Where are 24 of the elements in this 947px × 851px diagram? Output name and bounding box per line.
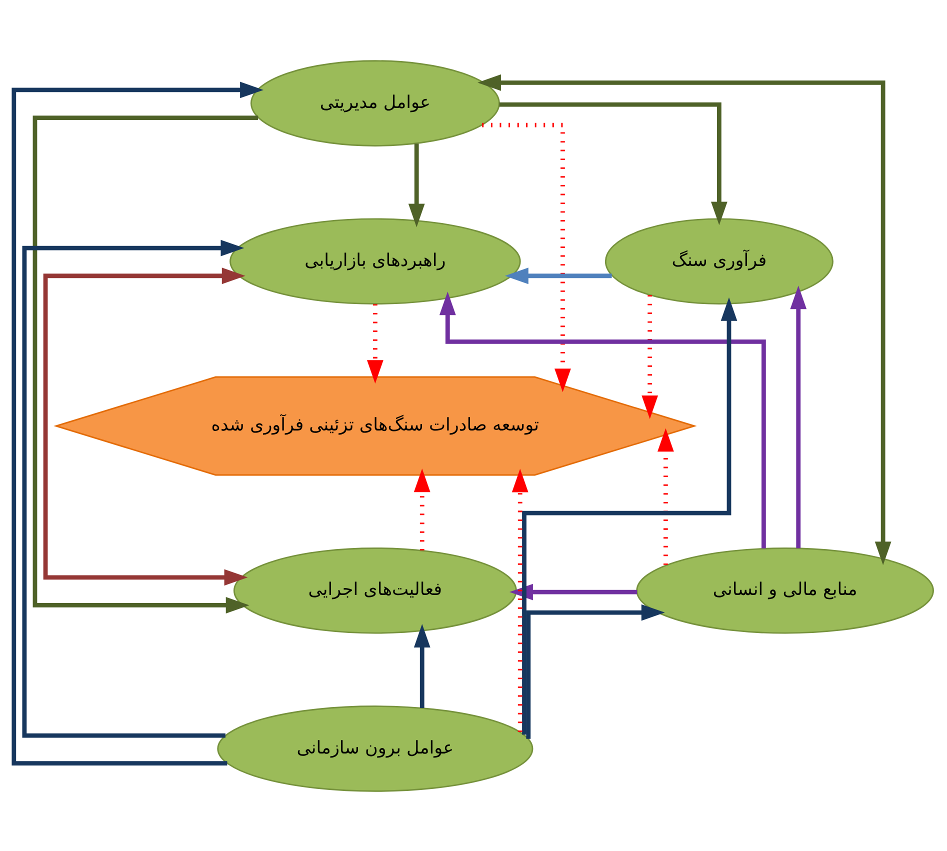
arrow [512,468,528,732]
arrow [22,239,244,738]
arrow [522,296,738,734]
arrow [478,74,892,565]
node-ellipse: راهبردهای بازاریابی [230,218,521,304]
arrow [499,102,728,225]
arrow [504,267,612,284]
arrow [32,115,258,613]
arrow [642,294,658,418]
arrow [790,285,807,548]
arrow [414,624,430,708]
arrow [366,304,384,384]
arrow [414,468,430,550]
node-ellipse: منابع مالی و انسانی [636,546,934,634]
arrow [408,143,425,227]
arrow [482,122,571,392]
node-ellipse: فعالیت‌های اجرایی [233,546,517,634]
arrow [657,428,674,564]
arrow [43,267,248,586]
node-ellipse: عوامل برون سازمانی [217,705,534,792]
arrow [12,81,264,766]
node-ellipse: فرآوری سنگ [604,218,834,304]
arrow [439,291,766,548]
arrow [526,604,665,738]
